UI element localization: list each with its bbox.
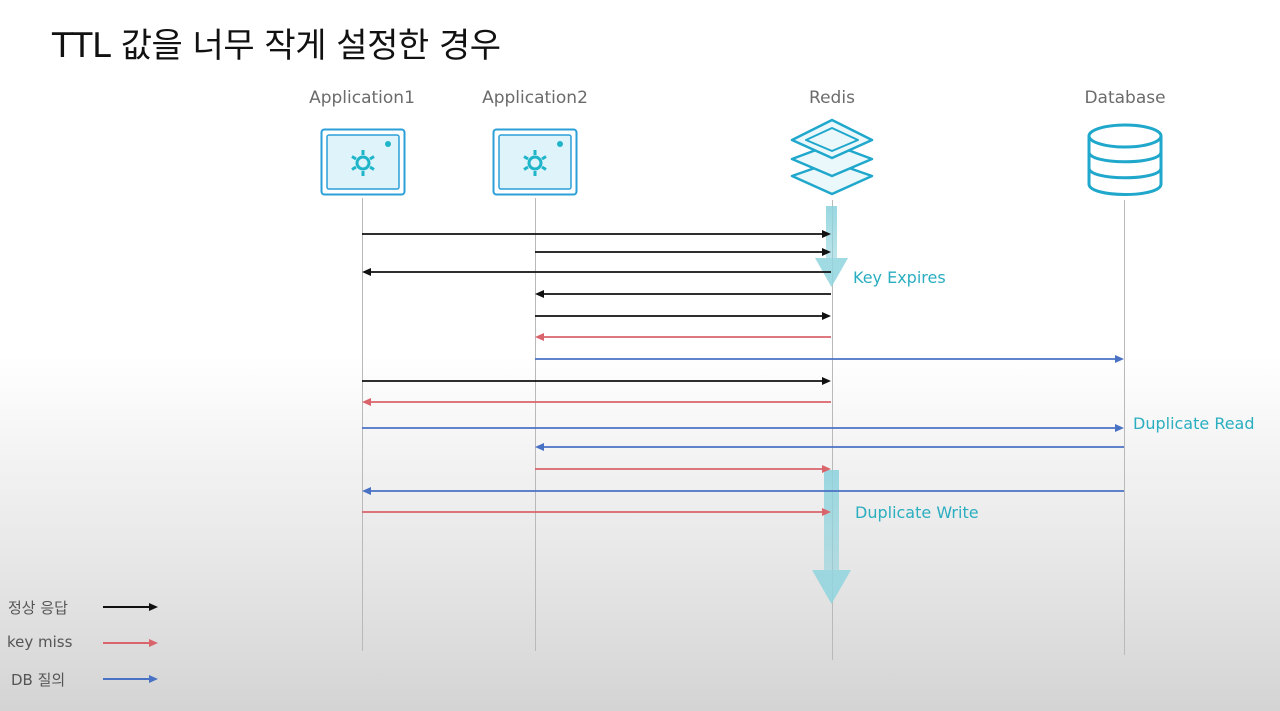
page-title: TTL 값을 너무 작게 설정한 경우 (52, 26, 501, 66)
actor-label-app1: Application1 (309, 88, 415, 108)
message-arrow-miss (535, 333, 831, 341)
redis-layers-icon (788, 116, 876, 202)
key-expires-timeline-arrow (815, 206, 848, 287)
legend-arrows (103, 603, 158, 683)
lifeline-app1 (362, 198, 363, 651)
message-arrow-db (362, 487, 1124, 495)
message-arrow-miss (535, 465, 831, 473)
lifeline-database (1124, 200, 1125, 655)
actor-label-app2: Application2 (482, 88, 588, 108)
message-arrow-normal (362, 268, 831, 276)
message-arrow-normal (535, 248, 831, 256)
actor-label-redis: Redis (809, 88, 855, 108)
note-duplicate-write: Duplicate Write (855, 503, 979, 522)
message-arrow-miss (362, 508, 831, 516)
message-arrow-miss (362, 398, 831, 406)
application-icon (492, 128, 578, 200)
database-icon (1085, 122, 1165, 202)
lifeline-app2 (535, 198, 536, 651)
message-arrow-db (535, 443, 1124, 451)
message-arrow-db (362, 424, 1124, 432)
legend-label-miss: key miss (7, 633, 73, 651)
legend-label-db: DB 질의 (11, 671, 66, 689)
actor-label-database: Database (1084, 88, 1166, 108)
message-arrow-db (535, 355, 1124, 363)
message-arrow-normal (535, 290, 831, 298)
message-arrow-normal (362, 230, 831, 238)
lifeline-redis (832, 200, 833, 660)
note-duplicate-read: Duplicate Read (1133, 414, 1255, 433)
note-key-expires: Key Expires (853, 268, 946, 287)
message-arrow-normal (362, 377, 831, 385)
message-arrow-normal (535, 312, 831, 320)
duplicate-write-timeline-arrow (812, 470, 851, 604)
legend-label-normal: 정상 응답 (8, 599, 68, 617)
application-icon (320, 128, 406, 200)
